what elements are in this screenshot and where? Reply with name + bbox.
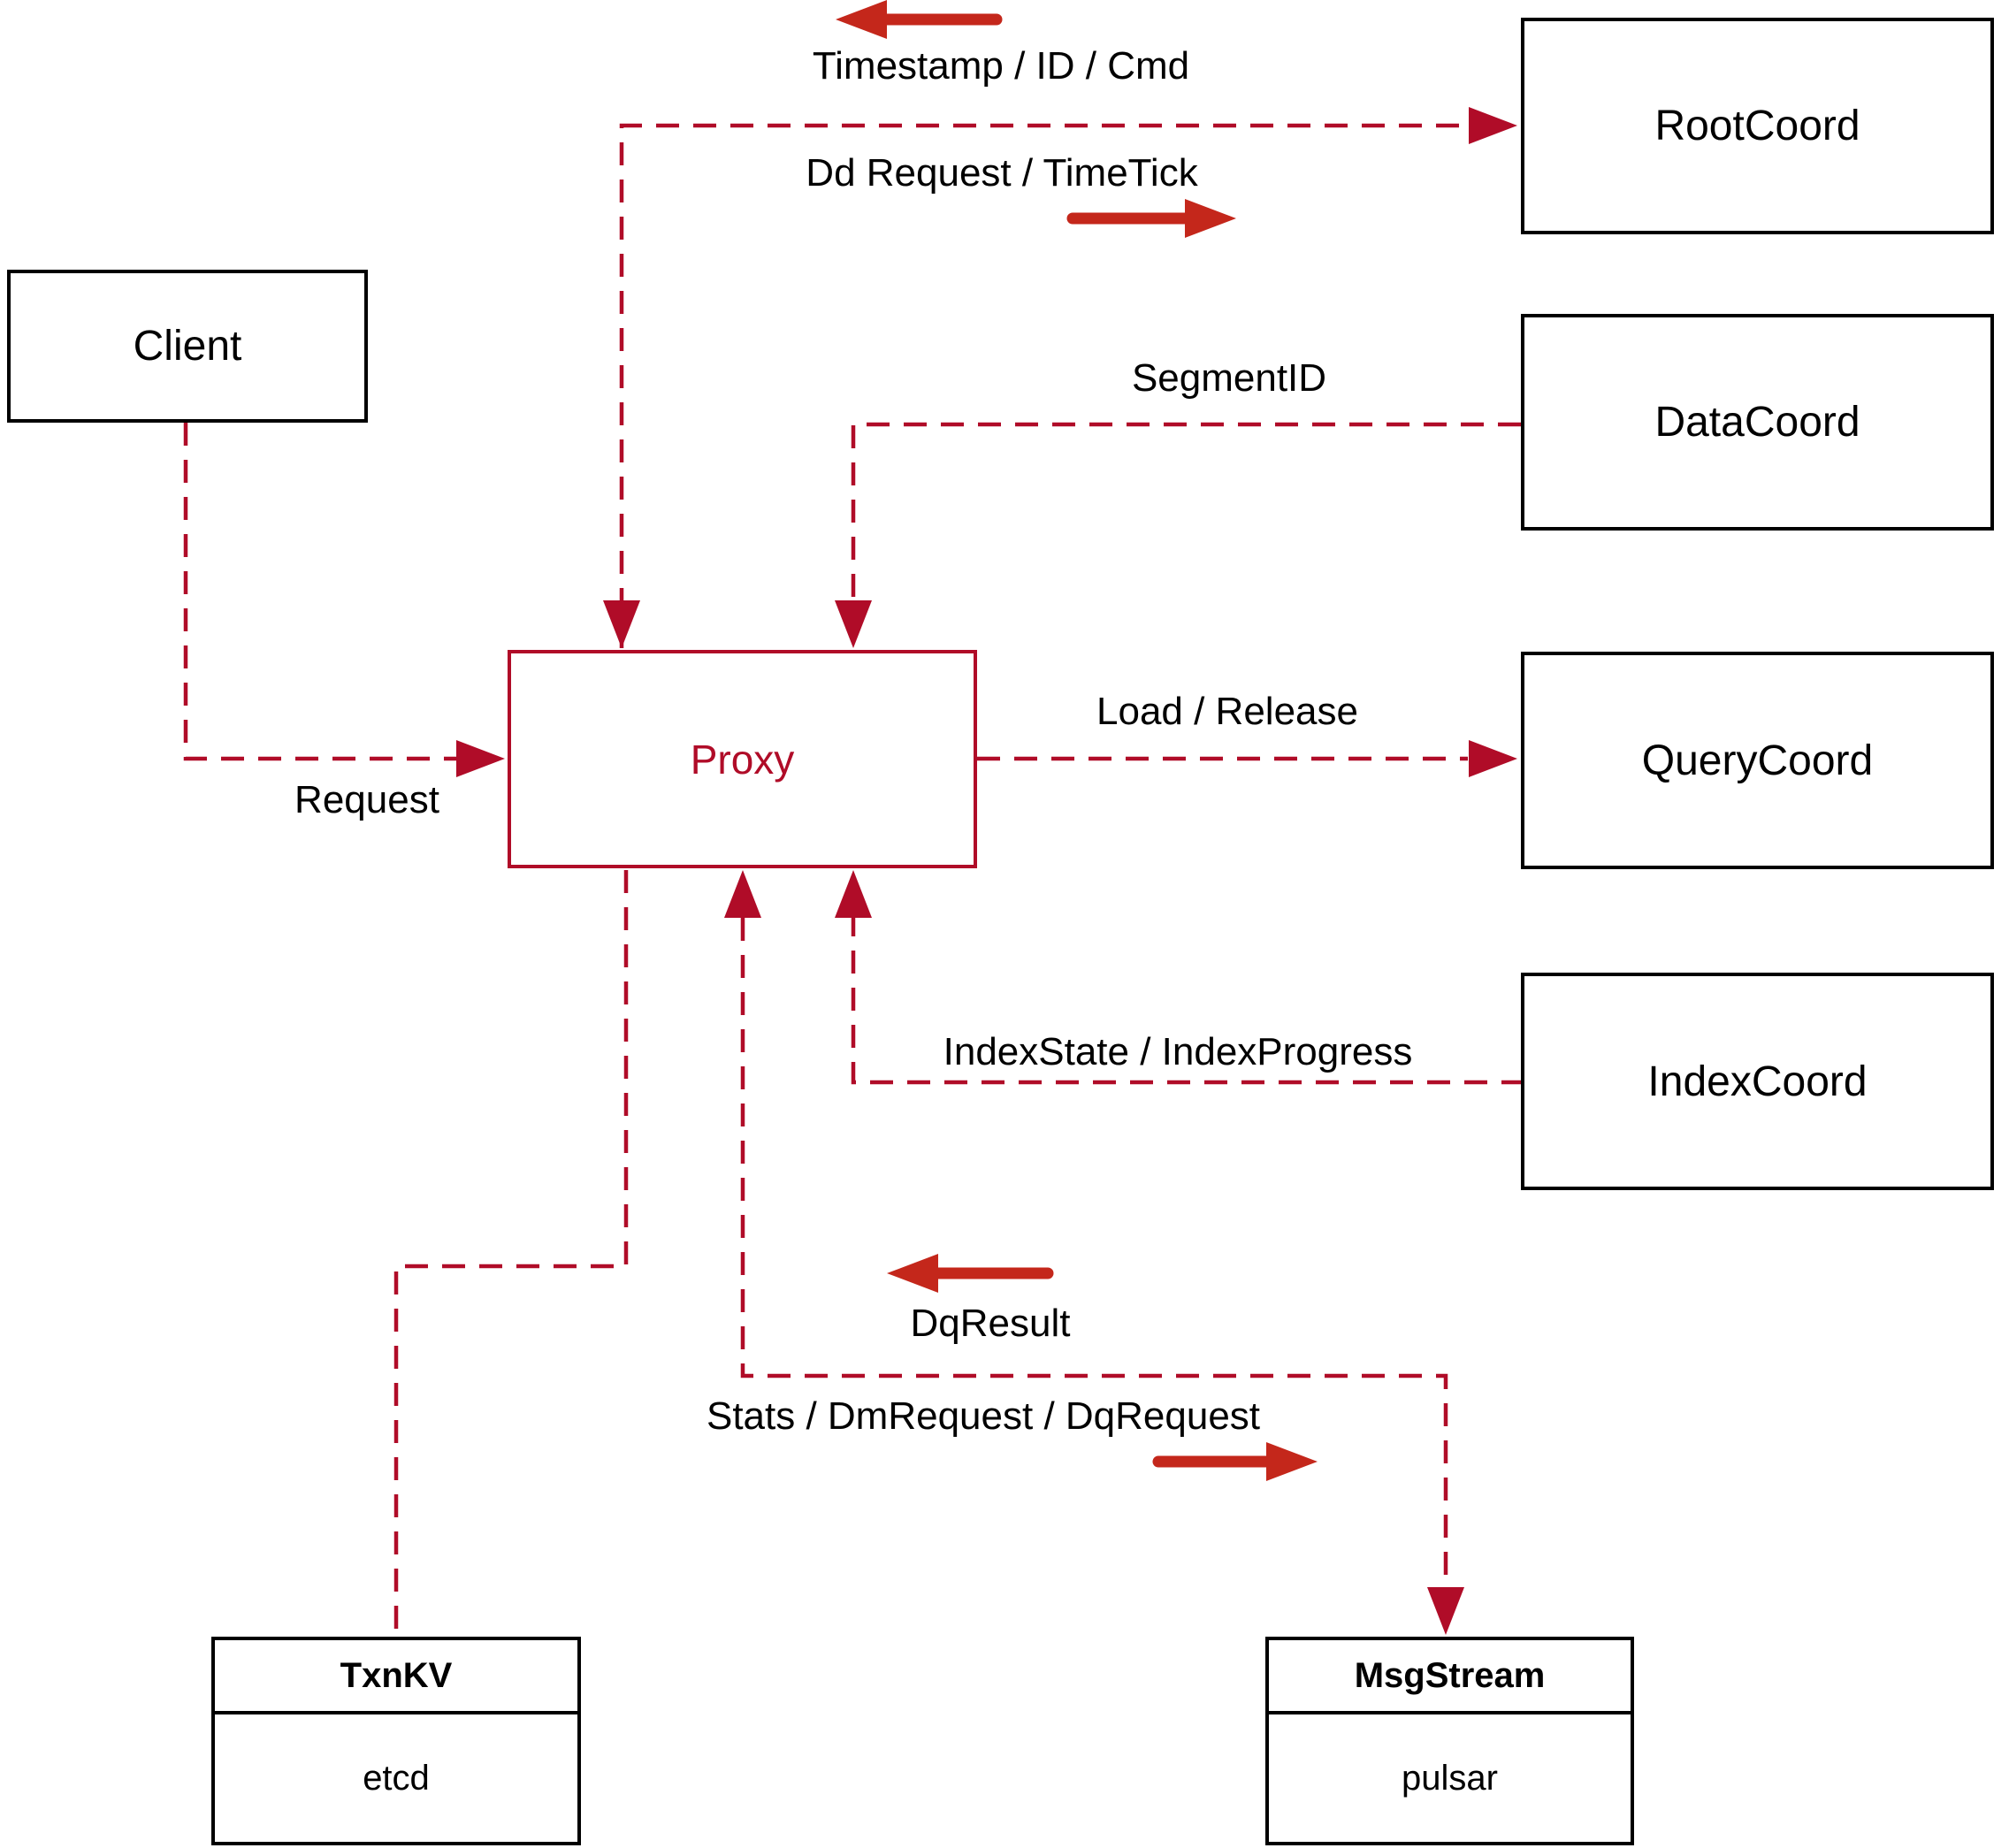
edge-client-proxy (183, 423, 456, 761)
arrowhead-datacoord-into-proxy (835, 600, 872, 648)
node-client: Client (7, 270, 368, 423)
edge-label-stats-dm-dq-request: Stats / DmRequest / DqRequest (706, 1394, 1261, 1438)
edge-label-timestamp-id-cmd: Timestamp / ID / Cmd (812, 44, 1190, 88)
right-direction-arrow-head-ddrequest (1185, 199, 1236, 238)
left-direction-arrow-head-timestamp (836, 0, 887, 39)
left-direction-arrow-head-dqresult (887, 1254, 938, 1293)
node-datacoord: DataCoord (1521, 314, 1994, 531)
arrowhead-rootcoord-into-proxy (603, 600, 640, 648)
node-msgstream-header: MsgStream (1269, 1640, 1631, 1714)
edge-label-request: Request (294, 778, 439, 821)
node-txnkv: TxnKV etcd (211, 1637, 581, 1845)
node-msgstream-subtitle: pulsar (1402, 1758, 1498, 1798)
node-client-label: Client (133, 323, 242, 370)
arrowhead-into-msgstream (1427, 1587, 1464, 1635)
arrowhead-into-rootcoord (1469, 107, 1517, 144)
arrowhead-into-querycoord (1469, 740, 1517, 777)
edge-indexcoord-proxy (851, 918, 1524, 1085)
node-txnkv-title: TxnKV (340, 1655, 453, 1695)
node-datacoord-label: DataCoord (1654, 399, 1860, 446)
node-txnkv-subtitle: etcd (363, 1758, 430, 1798)
edge-label-dq-result: DqResult (910, 1302, 1071, 1345)
node-rootcoord-label: RootCoord (1654, 103, 1860, 149)
node-proxy-label: Proxy (690, 736, 795, 783)
node-txnkv-body: etcd (215, 1714, 577, 1842)
arrowhead-indexcoord-into-proxy (835, 870, 872, 918)
node-proxy: Proxy (508, 650, 977, 868)
node-rootcoord: RootCoord (1521, 18, 1994, 234)
node-querycoord-label: QueryCoord (1641, 737, 1874, 784)
node-msgstream: MsgStream pulsar (1265, 1637, 1634, 1845)
edge-label-index-state-progress: IndexState / IndexProgress (943, 1030, 1413, 1073)
node-txnkv-header: TxnKV (215, 1640, 577, 1714)
node-msgstream-title: MsgStream (1354, 1655, 1546, 1695)
edge-label-load-release: Load / Release (1096, 690, 1358, 733)
edge-datacoord-proxy (851, 422, 1521, 600)
node-msgstream-body: pulsar (1269, 1714, 1631, 1842)
node-querycoord: QueryCoord (1521, 652, 1994, 869)
edge-label-segment-id: SegmentID (1131, 356, 1327, 400)
node-indexcoord: IndexCoord (1521, 973, 1994, 1190)
edge-proxy-txnkv (393, 870, 629, 1635)
edge-proxy-rootcoord (619, 123, 1468, 648)
node-indexcoord-label: IndexCoord (1647, 1058, 1868, 1105)
edge-label-dd-request-timetick: Dd Request / TimeTick (806, 151, 1198, 195)
arrowhead-msgstream-into-proxy (724, 870, 761, 918)
arrowhead-client-into-proxy (456, 740, 505, 777)
edge-proxy-msgstream (740, 918, 1448, 1585)
right-direction-arrow-head-stats (1266, 1442, 1318, 1481)
